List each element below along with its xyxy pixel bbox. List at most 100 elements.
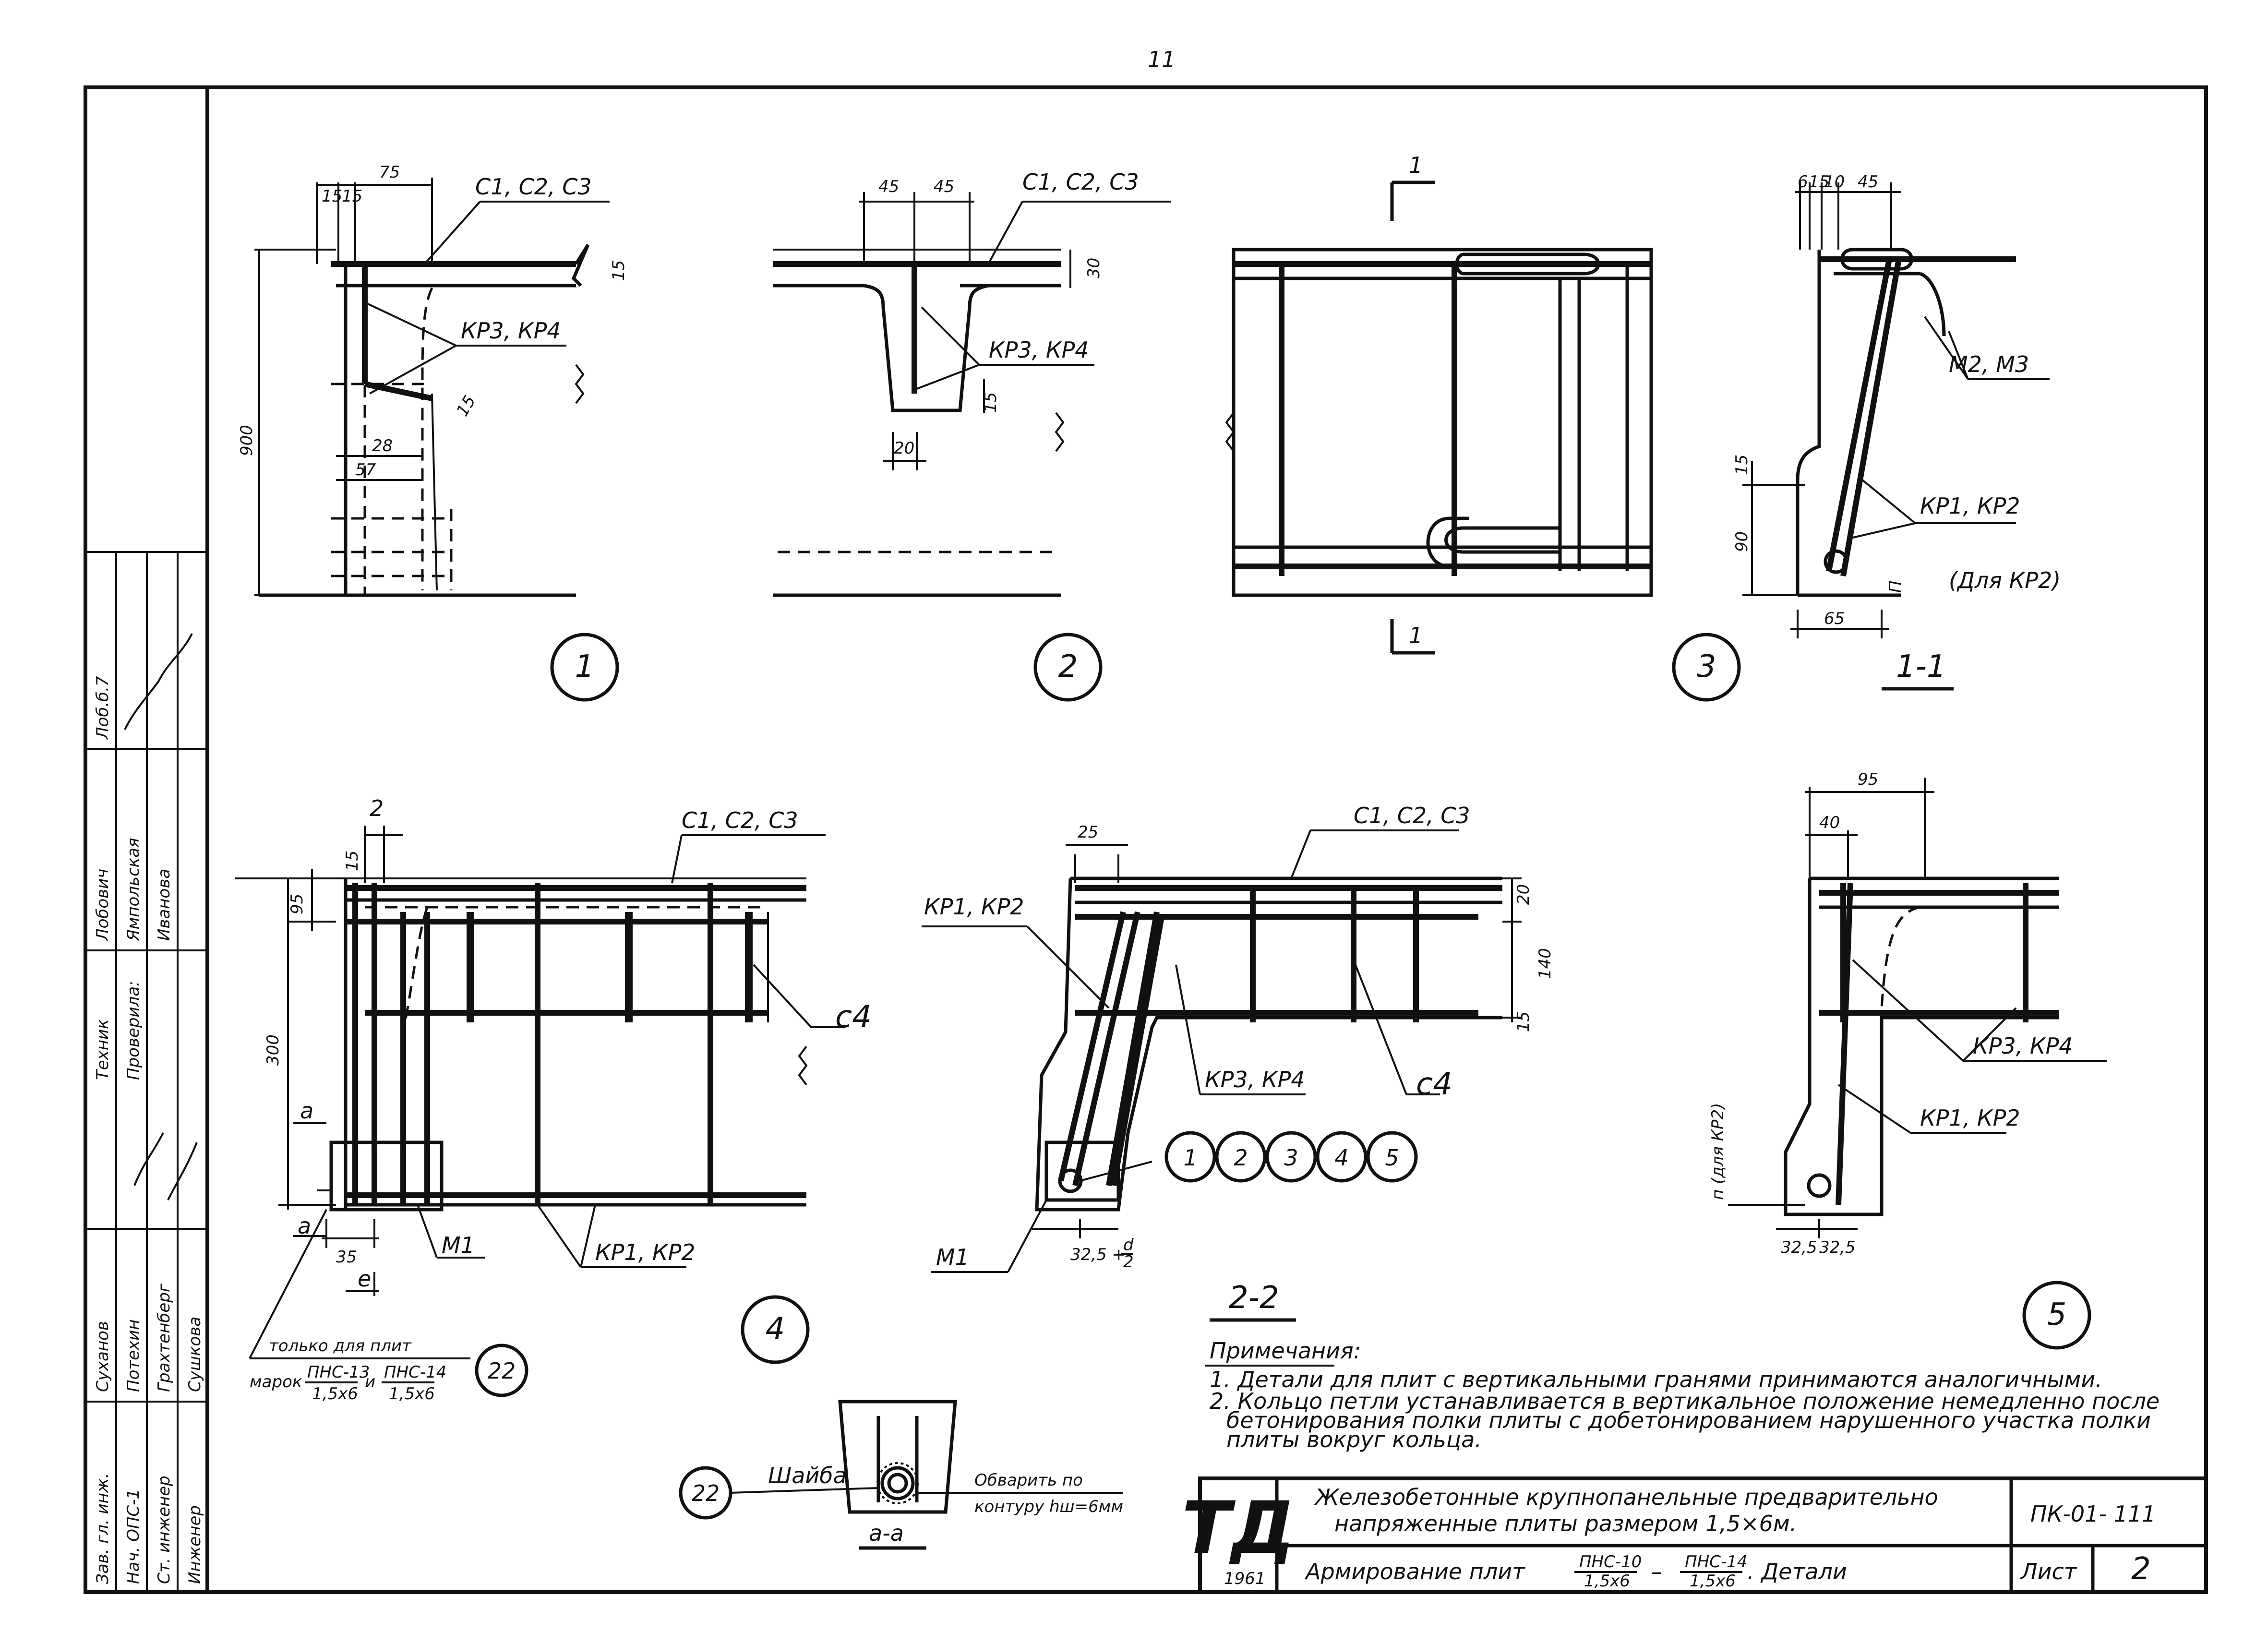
stamp-role2-2: Проверила:: [124, 981, 143, 1080]
title-subtitle-b: . Детали: [1747, 1559, 1847, 1584]
ref-callout-4: [1316, 1131, 1368, 1183]
stamp-role-2: Нач. ОПС-1: [124, 1489, 143, 1584]
d2-dim-15: 15: [981, 392, 1000, 413]
page-number: 11: [1148, 47, 1176, 72]
s22-dim-325: 32,5 +: [1070, 1245, 1126, 1264]
d2-dim-20: 20: [894, 439, 914, 458]
d4-dim-e: е: [358, 1266, 371, 1292]
d4-label-c4: с4: [835, 999, 872, 1035]
stamp-name2-3: Иванова: [155, 869, 174, 941]
stamp-name2-2: Ямпольская: [124, 838, 143, 941]
detail-4-callout-number: 4: [766, 1311, 785, 1347]
d2-dim-45b: 45: [934, 177, 954, 196]
d3-cut-1-top: 1: [1409, 152, 1423, 178]
d5-label-kr34: КР3, КР4: [1973, 1033, 2073, 1059]
stamp-role-1: Зав. гл. инж.: [93, 1473, 112, 1584]
callout-22-top-number: 22: [488, 1358, 516, 1384]
callout-22-bottom-number: 22: [692, 1480, 720, 1506]
s11-dim-45: 45: [1858, 172, 1878, 192]
stamp-role2-1: Техник: [93, 1019, 112, 1080]
ref-callout-2-number: 2: [1234, 1145, 1248, 1171]
s11-dim-65: 65: [1824, 609, 1845, 628]
stamp-name-4: Сушкова: [185, 1317, 204, 1392]
d5-dim-40: 40: [1819, 813, 1840, 832]
detail-2-callout: [1033, 633, 1103, 702]
title-sheet-label: Лист: [2020, 1559, 2077, 1584]
left-stamp: Зав. гл. инж. Нач. ОПС-1 Ст. инженер Инж…: [85, 551, 207, 1592]
d4-note-only-for: только для плит: [269, 1336, 412, 1356]
ref-callout-5-number: 5: [1385, 1145, 1399, 1171]
s22-dim-2: 2: [1123, 1252, 1134, 1272]
callout-22-bottom: [679, 1466, 732, 1520]
detail-1-callout-number: 1: [575, 649, 595, 684]
ref-callout-5: [1366, 1131, 1418, 1183]
d2-label-kr34: КР3, КР4: [989, 337, 1089, 363]
section-2-2: 20 140 1 5 25 32,5 + d 2 С1, С2, С3 КР3, …: [922, 803, 1555, 1322]
s22-dim-140: 140: [1536, 948, 1555, 979]
d4-note-pns14: ПНС-14: [384, 1363, 446, 1382]
aa-label-kontur: контуру hш=6мм: [974, 1497, 1123, 1516]
note-2a: 2. Кольцо петли устанавливается в вертик…: [1210, 1388, 2160, 1414]
s11-label-kr12: КР1, КР2: [1920, 493, 2020, 519]
title-code: ПК-01- 111: [2030, 1501, 2156, 1527]
s22-label-kr12: КР1, КР2: [924, 894, 1024, 920]
d5-dim-325a: 32,5: [1781, 1238, 1817, 1257]
ref-callout-1: [1164, 1131, 1216, 1183]
s22-dim-20: 20: [1514, 884, 1533, 905]
title-line-2: напряженные плиты размером 1,5×6м.: [1334, 1511, 1797, 1536]
outer-frame: [84, 85, 2208, 1594]
stamp-signature: Лоб.б.7: [93, 676, 112, 740]
s22-label-kr34: КР3, КР4: [1205, 1067, 1305, 1092]
s22-label-c123: С1, С2, С3: [1354, 803, 1470, 828]
detail-1: 75 15 15 15 15 900 28 57 С1, С2, С3 КР3,…: [237, 163, 628, 702]
s22-dim-d: d: [1123, 1236, 1134, 1255]
d1-dim-57: 57: [355, 460, 376, 480]
d1-dim-15a: 15: [322, 187, 342, 206]
s11-dim-15b: 15: [1732, 455, 1752, 475]
title-year: 1961: [1224, 1569, 1266, 1588]
ref-callout-3: [1265, 1131, 1317, 1183]
d4-note-size-a: 1,5х6: [312, 1384, 358, 1404]
ref-callout-4-number: 4: [1334, 1145, 1348, 1171]
d4-dim-a2: а: [298, 1213, 311, 1239]
stamp-name2-1: Лобович: [93, 869, 112, 942]
ref-callout-2: [1215, 1131, 1267, 1183]
ref-callout-3-number: 3: [1284, 1145, 1298, 1171]
d4-dim-300: 300: [264, 1034, 283, 1066]
detail-4-callout: [741, 1295, 810, 1364]
d4-label-kr12: КР1, КР2: [595, 1239, 696, 1265]
d1-dim-15b: 15: [342, 187, 362, 206]
d5-label-pn: п (для КР2): [1708, 1103, 1728, 1200]
title-size-b: 1,5х6: [1690, 1572, 1736, 1591]
s22-label-c4: с4: [1416, 1067, 1452, 1102]
d3-cut-1-bottom: 1: [1409, 623, 1423, 648]
stamp-name-1: Суханов: [93, 1321, 112, 1392]
title-size-a: 1,5х6: [1584, 1572, 1630, 1591]
s22-dim-25: 25: [1078, 823, 1098, 842]
ref-callout-1-number: 1: [1183, 1145, 1197, 1171]
d2-dim-30: 30: [1084, 258, 1104, 278]
d4-note-and: и: [365, 1372, 375, 1392]
d4-label-m1: М1: [442, 1232, 475, 1258]
d4-note-marok: марок: [250, 1372, 302, 1392]
d4-dim-15: 15: [343, 851, 362, 871]
d4-note-pns13: ПНС-13: [307, 1363, 370, 1382]
d5-dim-325b: 32,5: [1819, 1238, 1856, 1257]
s11-label-m23: М2, М3: [1949, 351, 2029, 377]
s22-label-m1: М1: [936, 1244, 969, 1270]
d1-dim-28: 28: [372, 436, 393, 456]
d1-dim-15d: 15: [453, 392, 480, 420]
stamp-role-3: Ст. инженер: [155, 1476, 174, 1584]
stamp-name-2: Потехин: [124, 1319, 143, 1392]
title-pns14: ПНС-14: [1685, 1552, 1747, 1572]
d2-label-c123: С1, С2, С3: [1022, 169, 1139, 195]
d2-dim-45a: 45: [878, 177, 899, 196]
d1-dim-900: 900: [237, 425, 256, 456]
detail-5-callout-number: 5: [2047, 1297, 2067, 1332]
s11-label-dlya-kr2: (Для КР2): [1949, 567, 2061, 593]
handwritten-signature: [124, 633, 198, 1200]
detail-3-callout-number: 3: [1697, 649, 1716, 684]
aa-label-obvarit: Обварить по: [974, 1471, 1083, 1490]
aa-label-shayba: Шайба: [768, 1463, 847, 1488]
